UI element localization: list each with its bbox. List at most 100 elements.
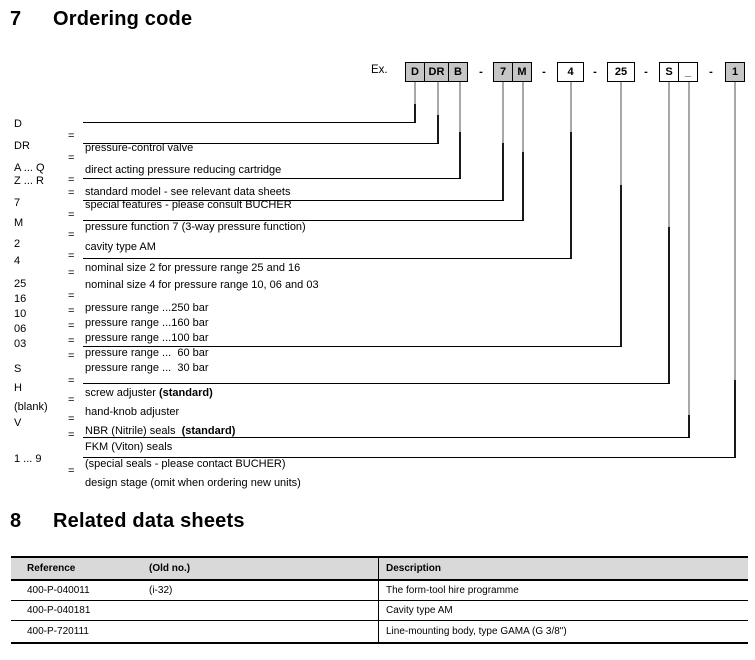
ordering-row-25: 25 = pressure range ...250 bar — [0, 266, 209, 314]
section-7-number: 7 — [10, 8, 22, 30]
code-box-b: B — [448, 62, 468, 82]
col-header-old-no: (Old no.) — [149, 563, 191, 574]
table-row: 400-P-040181 Cavity type AM — [11, 601, 748, 621]
underline-m — [83, 220, 524, 222]
row-term: S — [14, 363, 22, 375]
row-term: V — [14, 417, 22, 429]
row-term: 10 — [14, 308, 27, 320]
ordering-row-7: 7 = pressure function 7 (3-way pressure … — [0, 185, 306, 233]
row-term: 4 — [14, 255, 21, 267]
row-equals: = — [68, 335, 75, 347]
underline-dr — [83, 143, 439, 145]
row-text: pressure range ...100 bar — [85, 332, 209, 344]
underline-4 — [83, 258, 572, 260]
ordering-row-4: 4 = nominal size 4 for pressure range 10… — [0, 243, 319, 291]
table-row: 400-P-040011 (i-32) The form-tool hire p… — [11, 581, 748, 601]
row-text: nominal size 4 for pressure range 10, 06… — [85, 279, 319, 291]
row-term: 1 ... 9 — [14, 453, 42, 465]
row-equals: = — [68, 429, 75, 441]
leader-line-blank — [688, 82, 690, 415]
leader-line-4 — [570, 132, 572, 259]
row-equals: = — [68, 267, 75, 279]
leader-line-blank — [688, 415, 690, 438]
code-box-blank: _ — [678, 62, 698, 82]
code-box-s: S — [659, 62, 679, 82]
leader-line-7 — [502, 143, 504, 201]
leader-line-d — [414, 104, 416, 123]
row-text: standard model - see relevant data sheet… — [85, 186, 291, 198]
leader-line-25 — [620, 185, 622, 347]
leader-line-4 — [570, 82, 572, 132]
ordering-row-d: D = pressure-control valve — [0, 106, 193, 154]
leader-line-1 — [734, 380, 736, 458]
leader-line-m — [522, 82, 524, 152]
row-text: pressure function 7 (3-way pressure func… — [85, 221, 306, 233]
ordering-row-v: V = FKM (Viton) seals — [0, 405, 172, 453]
ordering-row-16: 16 = pressure range ...160 bar — [0, 281, 209, 329]
table-left-cell: 400-P-040011 (i-32) — [11, 581, 378, 600]
row-equals: = — [68, 229, 75, 241]
row-equals: = — [68, 465, 75, 477]
section-8-title: Related data sheets — [53, 510, 245, 532]
leader-line-1 — [734, 82, 736, 380]
row-equals: = — [68, 250, 75, 262]
row-text: screw adjuster (standard) — [85, 387, 213, 399]
cell-reference: 400-P-040181 — [27, 605, 91, 616]
row-term: H — [14, 382, 22, 394]
underline-d — [83, 122, 416, 124]
ordering-row-10: 10 = pressure range ...100 bar — [0, 296, 209, 344]
table-row: 400-P-720111 Line-mounting body, type GA… — [11, 621, 748, 642]
code-separator-dash: - — [593, 66, 597, 78]
ordering-row-a-q: A ... Q = standard model - see relevant … — [0, 150, 290, 198]
leader-line-m — [522, 152, 524, 221]
related-data-sheets-table: Reference (Old no.) Description 400-P-04… — [11, 556, 748, 644]
row-text: NBR (Nitrile) seals (standard) — [85, 425, 236, 437]
row-text: pressure range ... 60 bar — [85, 347, 209, 359]
ordering-row-2: 2 = nominal size 2 for pressure range 25… — [0, 226, 300, 274]
code-separator-dash: - — [479, 66, 483, 78]
row-text: (special seals - please contact BUCHER) — [85, 458, 286, 470]
code-separator-dash: - — [709, 66, 713, 78]
row-text: special features - please consult BUCHER — [85, 199, 292, 211]
leader-line-dr — [437, 115, 439, 144]
code-separator-dash: - — [542, 66, 546, 78]
cell-reference: 400-P-040011 — [27, 585, 90, 596]
code-box-4: 4 — [557, 62, 584, 82]
row-equals: = — [68, 130, 75, 142]
row-term: DR — [14, 140, 30, 152]
row-text-bold: (standard) — [158, 387, 213, 399]
underline-seals — [83, 437, 690, 439]
ordering-row-dr: DR = direct acting pressure reducing car… — [0, 128, 281, 176]
col-header-description: Description — [378, 558, 748, 579]
leader-line-25 — [620, 82, 622, 185]
section-7-title: Ordering code — [53, 8, 193, 30]
leader-line-s — [668, 82, 670, 227]
row-equals: = — [68, 320, 75, 332]
row-equals: = — [68, 350, 75, 362]
code-box-d: D — [405, 62, 425, 82]
code-box-m: M — [512, 62, 532, 82]
underline-design-stage — [83, 457, 736, 459]
row-term: 7 — [14, 197, 21, 209]
row-equals: = — [68, 394, 75, 406]
col-header-reference: Reference — [27, 563, 76, 574]
row-term: M — [14, 217, 24, 229]
example-label: Ex. — [371, 64, 388, 76]
ordering-row-z-r: Z ... R = special features - please cons… — [0, 163, 292, 211]
code-box-7: 7 — [493, 62, 513, 82]
row-equals: = — [68, 290, 75, 302]
table-left-cell: 400-P-040181 — [11, 601, 378, 620]
code-box-dr: DR — [424, 62, 449, 82]
ordering-row-v-note: (special seals - please contact BUCHER) — [0, 422, 286, 470]
row-text: design stage (omit when ordering new uni… — [85, 477, 301, 489]
ordering-row-03: 03 = pressure range ... 30 bar — [0, 326, 209, 374]
leader-line-s — [668, 227, 670, 384]
row-equals: = — [68, 187, 75, 199]
row-equals: = — [68, 305, 75, 317]
row-text: direct acting pressure reducing cartridg… — [85, 164, 282, 176]
code-separator-dash: - — [644, 66, 648, 78]
row-text: pressure range ...160 bar — [85, 317, 209, 329]
leader-line-dr — [437, 82, 439, 115]
row-text: hand-knob adjuster — [85, 406, 180, 418]
cell-description: Line-mounting body, type GAMA (G 3/8") — [378, 621, 748, 642]
